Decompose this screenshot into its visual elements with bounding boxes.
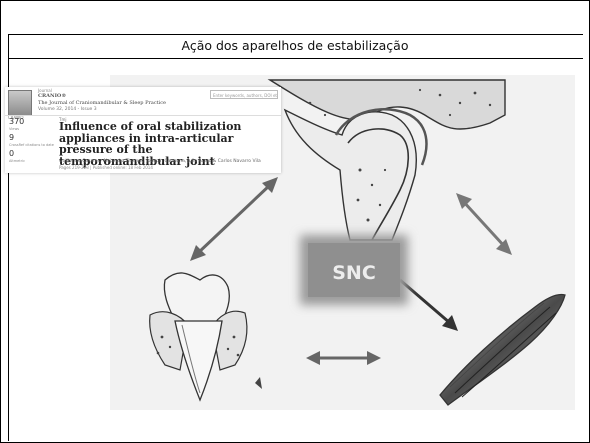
snc-label: SNC: [332, 262, 376, 284]
journal-full-name[interactable]: The Journal of Craniomandibular & Sleep …: [38, 100, 166, 106]
metric-altmetric-value: 0: [9, 149, 15, 158]
search-input[interactable]: Enter keywords, authors, DOI etc: [210, 90, 278, 99]
snc-box: SNC: [300, 235, 408, 305]
arrow-joint-to-tooth: [190, 177, 278, 261]
article-authors[interactable]: Guillermo Casares, Alejandro Thomas, Joa…: [59, 159, 261, 164]
tooth-illustration: [149, 272, 262, 402]
metric-views-label: Views: [9, 127, 20, 131]
muscle-illustration: [439, 293, 566, 406]
arrow-joint-to-muscle: [456, 193, 512, 255]
article-pages: Pages 219-223 | Published online: 18 Feb…: [59, 165, 153, 170]
header-divider: [5, 115, 281, 116]
metric-views-value: 370: [9, 117, 25, 126]
slide-title: Ação dos aparelhos de estabilização: [181, 38, 409, 53]
arrow-snc-to-muscle: [399, 278, 458, 331]
journal-article-header: CRANIO Journal CRANIO® The Journal of Cr…: [5, 87, 281, 173]
tmj-joint-illustration: [267, 79, 506, 241]
article-title: Influence of oral stabilization applianc…: [59, 120, 242, 168]
article-type: Tmj: [59, 117, 67, 122]
journal-cover-thumbnail: [8, 90, 32, 116]
content-left-border: [8, 57, 9, 441]
journal-volume[interactable]: Volume 32, 2014 - Issue 3: [38, 107, 97, 112]
journal-name[interactable]: CRANIO®: [38, 93, 67, 99]
journal-label: Journal: [38, 88, 52, 93]
metric-citations-value: 9: [9, 133, 15, 142]
arrow-tooth-to-muscle: [306, 351, 381, 365]
title-bar: [8, 34, 583, 59]
journal-cover-label: CRANIO: [8, 115, 24, 120]
metric-citations-label: CrossRef citations to date: [9, 143, 54, 147]
metric-altmetric-label: Altmetric: [9, 159, 26, 163]
